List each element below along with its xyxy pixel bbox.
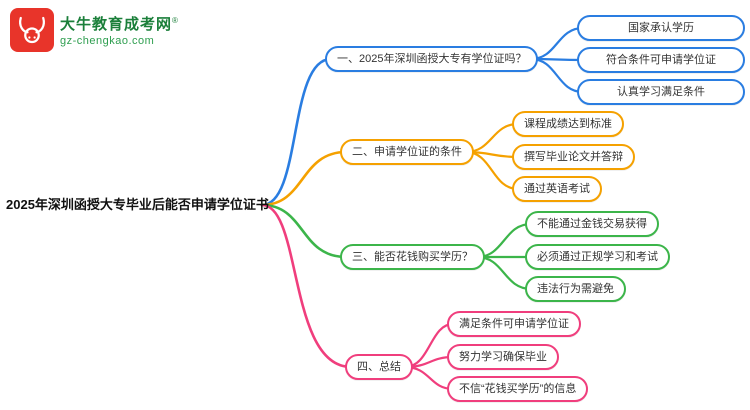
logo-brand: 大牛教育成考网® [60, 16, 179, 33]
branch-1-leaf-3: 认真学习满足条件 [577, 79, 745, 105]
branch-3-leaf-2: 必须通过正规学习和考试 [525, 244, 670, 270]
edge-b2-c1 [464, 122, 520, 154]
site-logo: 大牛教育成考网® gz-chengkao.com [10, 8, 179, 52]
logo-domain: gz-chengkao.com [60, 35, 155, 47]
branch-1-node: 一、2025年深圳函授大专有学位证吗？ [325, 46, 539, 72]
branch-2-node: 二、申请学位证的条件 [340, 139, 474, 165]
branch-3-leaf-3: 违法行为需避免 [525, 276, 626, 302]
edge-b1-c3 [529, 57, 585, 94]
branch-1-leaf-1: 国家承认学历 [577, 15, 745, 41]
branch-4-node: 四、总结 [345, 354, 413, 380]
branch-3-node: 三、能否花钱购买学历？ [340, 244, 485, 270]
branch-3-leaf-1: 不能通过金钱交易获得 [525, 211, 659, 237]
edge-root-branch4 [260, 203, 353, 369]
branch-4-leaf-2: 努力学习确保毕业 [447, 344, 559, 370]
branch-4-leaf-3: 不信“花钱买学历”的信息 [447, 376, 589, 402]
edge-root-branch1 [260, 57, 333, 207]
edge-b4-c1 [403, 322, 455, 369]
branch-4-leaf-1: 满足条件可申请学位证 [447, 311, 581, 337]
branch-2-leaf-2: 撰写毕业论文并答辩 [512, 144, 635, 170]
edge-b1-c1 [529, 26, 585, 61]
edge-b3-c1 [475, 222, 533, 259]
root-topic: 2025年深圳函授大专毕业后能否申请学位证书 [6, 197, 269, 212]
registered-mark: ® [172, 16, 179, 25]
branch-2-leaf-1: 课程成绩达到标准 [512, 111, 624, 137]
logo-text: 大牛教育成考网® gz-chengkao.com [60, 8, 179, 49]
branch-1-leaf-2: 符合条件可申请学位证 [577, 47, 745, 73]
bull-icon [10, 8, 54, 52]
branch-2-leaf-3: 通过英语考试 [512, 176, 602, 202]
edge-root-branch3 [260, 203, 348, 259]
edge-b3-c3 [475, 255, 533, 291]
edge-root-branch2 [260, 150, 348, 207]
